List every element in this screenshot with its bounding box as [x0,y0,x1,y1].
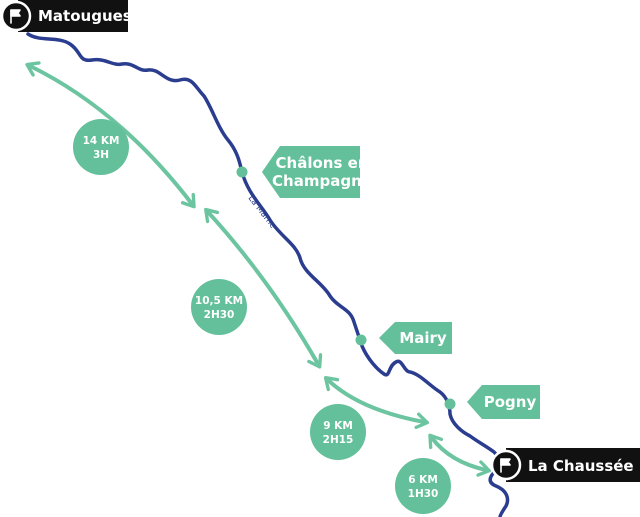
segment-bubble-2: 10,5 KM 2H30 [191,279,247,335]
end-label-bg [506,448,640,482]
start-point-matougues[interactable]: Matougues [0,0,132,32]
town-mairy[interactable]: Mairy [355,322,453,354]
svg-text:10,5 KM: 10,5 KM [195,295,243,307]
start-label: Matougues [38,7,132,25]
start-label-bg [18,0,128,32]
segment-bubble-1: 14 KM 3H [73,119,129,175]
town-label-chalons-line2: Champagne [272,172,372,190]
town-tag-pogny [467,385,540,419]
town-tag-chalons [262,146,360,198]
town-pogny[interactable]: Pogny [444,385,541,419]
svg-text:9 KM: 9 KM [323,420,353,432]
town-marker-pogny [444,398,456,410]
flag-icon [500,458,511,473]
svg-text:14 KM: 14 KM [83,135,120,147]
route-segment-2-arrow [204,207,323,369]
svg-text:2H30: 2H30 [204,309,235,321]
svg-text:6 KM: 6 KM [408,474,438,486]
town-marker-mairy [355,334,367,346]
svg-text:2H15: 2H15 [323,434,354,446]
river-label: La Marne [246,194,278,231]
segment-bubble-4: 6 KM 1H30 [395,458,451,514]
town-label-chalons-line1: Châlons en [276,154,369,172]
end-point-la-chaussee[interactable]: La Chaussée [490,448,640,482]
route-arrows [25,61,491,477]
route-segment-4-arrow [428,433,491,477]
route-segment-1-arrow [25,61,196,209]
end-label: La Chaussée [528,457,634,475]
flag-icon [10,9,21,24]
route-segment-3-arrow [323,376,429,430]
segment-bubble-3: 9 KM 2H15 [310,404,366,460]
town-chalons[interactable]: Châlons en Champagne [236,146,372,198]
svg-text:3H: 3H [93,149,109,161]
svg-text:1H30: 1H30 [408,488,439,500]
town-marker-chalons [236,166,248,178]
town-tag-mairy [379,322,452,354]
town-label-pogny: Pogny [484,393,537,411]
town-label-mairy: Mairy [399,329,447,347]
